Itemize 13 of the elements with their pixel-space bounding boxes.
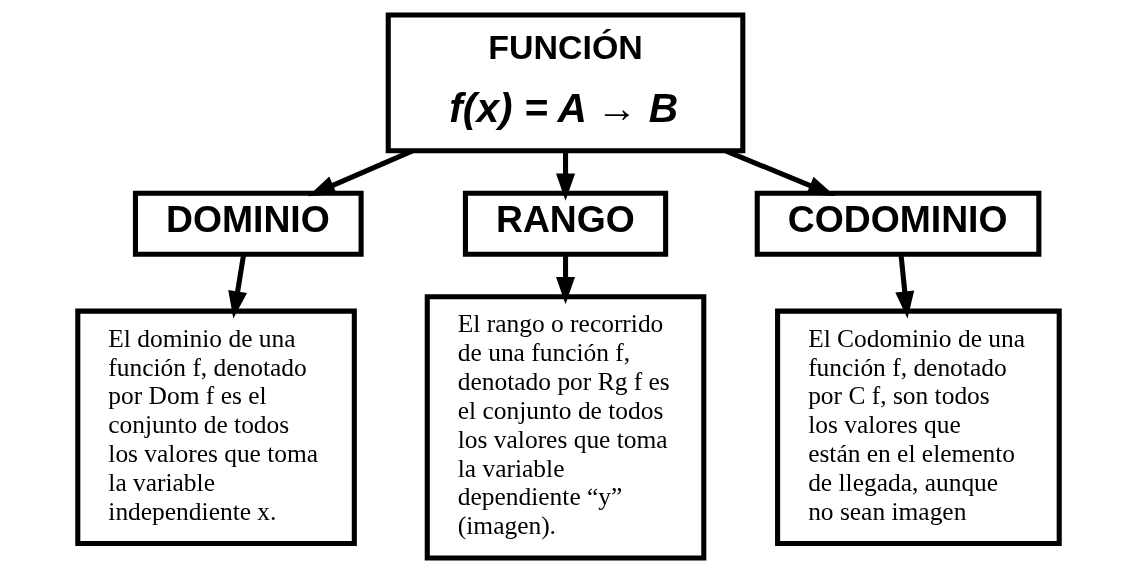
node-box: CODOMINIO — [754, 190, 1041, 257]
node-box: El rango o recorrido de una función f, denotado por Rg f es el conjunto de todos los valores que toma la variable dependiente “y” (imagen). — [424, 294, 706, 561]
arrow — [555, 254, 575, 305]
arrow — [227, 254, 247, 319]
node-box: El dominio de una función f, denotado por Dom f es el conjunto de todos los valores que toma la variable independiente x. — [74, 308, 357, 547]
arrow — [724, 148, 835, 196]
arrow — [307, 148, 413, 197]
node-box: DOMINIO — [132, 190, 364, 257]
arrow — [555, 150, 575, 201]
node-box: FUNCIÓN f(x) = A → B — [385, 12, 745, 154]
arrow — [894, 254, 914, 319]
node-box: RANGO — [462, 190, 668, 257]
node-box: El Codominio de una función f, denotado por C f, son todos los valores que están en el elemento de llegada, aunque no sean imagen — [774, 308, 1062, 547]
